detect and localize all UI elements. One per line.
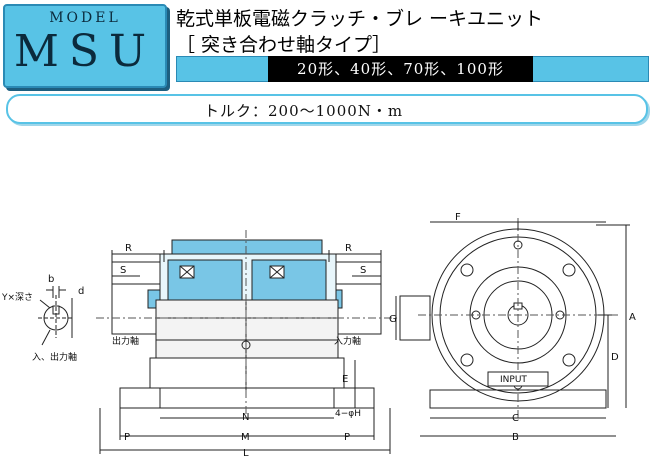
label-hole: 4−φH <box>335 409 361 419</box>
product-subtitle: ［ 突き合わせ軸タイプ］ <box>176 34 392 56</box>
model-name: MSU <box>13 26 157 77</box>
label-s-left: S <box>120 265 126 276</box>
label-in-shaft: 入力軸 <box>334 335 361 347</box>
label-e: E <box>342 374 348 385</box>
model-badge: MODEL MSU <box>3 4 167 88</box>
side-view <box>395 218 630 437</box>
label-c: C <box>512 413 519 424</box>
label-p-right: P <box>344 432 350 443</box>
label-r-left: R <box>125 243 132 254</box>
label-f: F <box>455 212 461 223</box>
label-m: M <box>241 432 250 443</box>
label-d: d <box>78 286 84 297</box>
label-d-side: D <box>611 352 619 363</box>
torque-text: トルク：200〜1000N・m <box>204 102 404 120</box>
model-label: MODEL <box>49 10 121 26</box>
label-out-shaft: 出力軸 <box>112 335 139 347</box>
label-g: G <box>389 314 397 325</box>
label-l: L <box>243 448 249 459</box>
label-p-left: P <box>124 432 130 443</box>
label-n: N <box>242 412 249 423</box>
torque-banner: トルク：200〜1000N・m <box>6 94 648 124</box>
front-view <box>96 230 400 454</box>
label-input: INPUT <box>500 375 527 385</box>
label-a: A <box>629 312 636 323</box>
label-s-right: S <box>360 265 366 276</box>
label-b: b <box>48 274 54 285</box>
shaft-end-detail <box>38 286 74 346</box>
size-list: 20形、40形、70形、100形 <box>268 56 533 82</box>
label-yx: Y×深さ <box>1 292 33 303</box>
product-title: 乾式単板電磁クラッチ・ブレ ーキユニット <box>176 8 544 30</box>
label-r-right: R <box>345 243 352 254</box>
label-b-side: B <box>512 432 519 443</box>
label-io-shaft: 入、出力軸 <box>32 351 77 363</box>
